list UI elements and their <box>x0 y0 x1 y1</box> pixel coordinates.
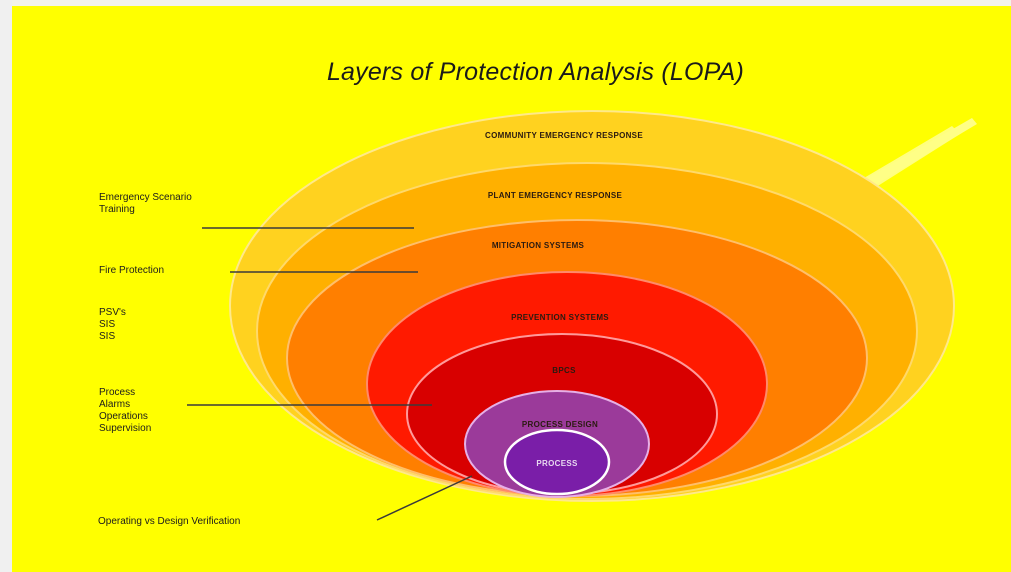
callout-verification-line1: Operating vs Design Verification <box>98 516 241 527</box>
callout-process-alarms-line1: Process <box>99 387 136 398</box>
callout-fire-line1: Fire Protection <box>99 265 165 276</box>
callout-verification: Operating vs Design Verification <box>98 516 240 528</box>
callout-emergency: Emergency Scenario Training <box>99 192 192 216</box>
callout-process-alarms-line4: Supervision <box>99 423 152 434</box>
callout-process-alarms-line2: Alarms <box>99 399 131 410</box>
layer-ring-process <box>503 428 611 496</box>
callout-process-alarms: Process Alarms Operations Supervision <box>99 387 151 435</box>
layer-label-bpcs: BPCS <box>552 366 576 375</box>
lopa-diagram: COMMUNITY EMERGENCY RESPONSE PLANT EMERG… <box>187 110 977 521</box>
layer-label-community: COMMUNITY EMERGENCY RESPONSE <box>485 131 643 140</box>
callout-prv-line1: PSV's <box>99 307 126 318</box>
callout-emergency-line1: Emergency Scenario <box>99 192 192 203</box>
callout-prv-line2: SIS <box>99 319 116 330</box>
layer-label-prevention: PREVENTION SYSTEMS <box>511 313 609 322</box>
layer-label-mitigation: MITIGATION SYSTEMS <box>492 241 585 250</box>
diagram-title: Layers of Protection Analysis (LOPA) <box>326 58 745 86</box>
diagram-canvas: Layers of Protection Analysis (LOPA) COM… <box>12 6 1011 572</box>
left-strip <box>0 0 12 572</box>
layer-label-plant: PLANT EMERGENCY RESPONSE <box>488 191 623 200</box>
callout-fire: Fire Protection <box>99 265 164 277</box>
callout-process-alarms-line3: Operations <box>99 411 148 422</box>
callout-prv: PSV's SIS SIS <box>99 307 126 343</box>
leader-line-verification <box>376 475 473 521</box>
callout-emergency-line2: Training <box>99 204 135 215</box>
layer-label-process-design: PROCESS DESIGN <box>522 420 598 429</box>
top-strip <box>0 0 1011 6</box>
layer-label-process: PROCESS <box>536 459 578 468</box>
callout-prv-line3: SIS <box>99 331 116 342</box>
